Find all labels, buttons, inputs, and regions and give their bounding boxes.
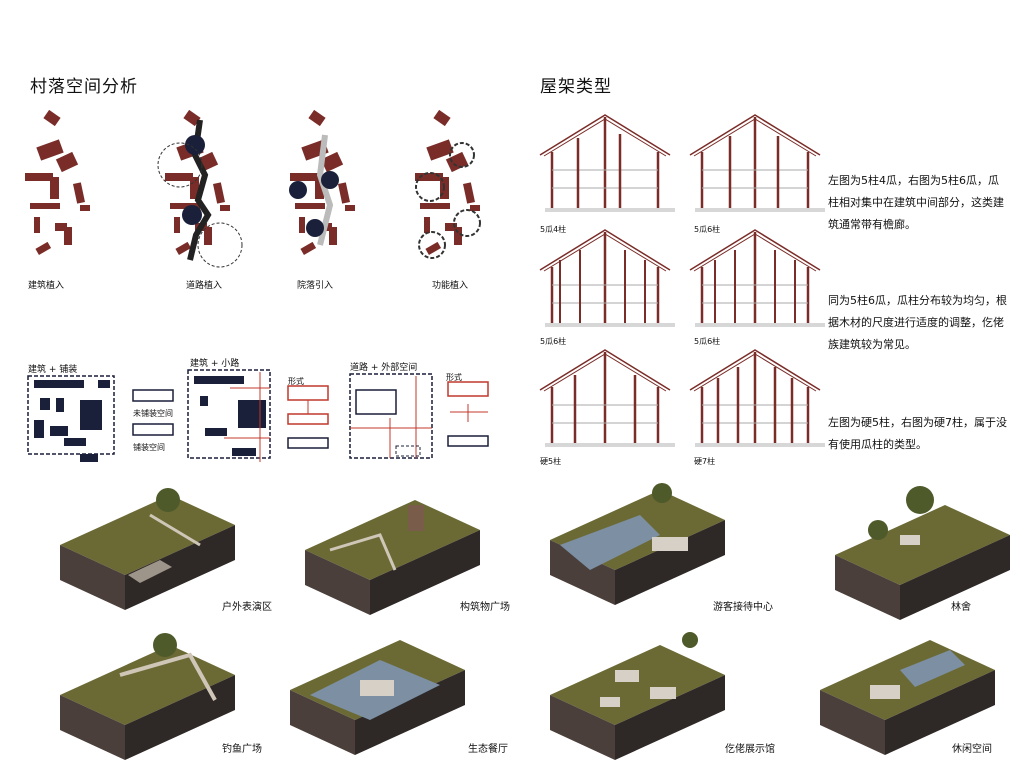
pattern-label-1: 建筑 + 铺装 [28,365,78,375]
pattern-building-paving [27,375,115,462]
truss-note-2: 同为5柱6瓜，瓜柱分布较为均匀，根据木材的尺度进行适度的调整，仡佬族建筑较为常见… [828,294,1007,351]
block-fishing-plaza [60,633,235,760]
block-eco-restaurant [290,640,465,755]
truss-note-3: 左图为硬5柱，右图为硬7柱，属于没有使用瓜柱的类型。 [828,416,1007,451]
caption-building: 建筑植入 [28,281,65,291]
roof-truss-drawings [538,113,827,449]
caption-function: 功能植入 [432,281,469,291]
legend-unpaved: 未铺装空间 [133,409,173,418]
analysis-road-placement [157,109,243,268]
truss-caption-6: 硬7柱 [694,457,716,466]
section-title-village: 村落空间分析 [30,77,138,97]
truss-5gua6zhu-c [688,228,827,329]
block-visitor-center [550,483,725,605]
truss-note-1: 左图为5柱4瓜，右图为5柱6瓜，瓜柱相对集中在建筑中间部分，这类建筑通常带有檐廊… [828,174,1004,231]
site-label-3: 游客接待中心 [713,602,773,613]
form-label-2: 形式 [446,373,462,382]
pattern-label-3: 道路 + 外部空间 [350,363,418,373]
truss-caption-1: 5瓜4柱 [540,225,567,234]
site-label-6: 生态餐厅 [468,744,508,755]
truss-caption-2: 5瓜6柱 [694,225,721,234]
site-label-8: 休闲空间 [952,744,992,755]
pattern-form-1 [287,385,329,449]
truss-5gua4zhu [538,113,677,214]
legend-box-unpaved [132,389,174,402]
analysis-building-placement [25,109,90,255]
site-label-1: 户外表演区 [222,602,272,613]
form-label-1: 形式 [288,377,304,386]
block-leisure-space [820,640,995,755]
block-structure-plaza [305,500,480,615]
pattern-building-path [187,369,271,462]
block-outdoor-stage [60,488,235,610]
truss-5gua6zhu-a [688,113,827,214]
site-label-7: 仡佬展示馆 [725,744,775,755]
site-label-5: 钓鱼广场 [222,744,262,755]
analysis-courtyard [289,109,355,255]
caption-road: 道路植入 [186,281,223,291]
truss-5gua6zhu-b [538,228,677,329]
block-gelao-museum [550,632,725,760]
truss-caption-5: 硬5柱 [540,457,562,466]
pattern-label-2: 建筑 + 小路 [190,359,240,369]
site-label-2: 构筑物广场 [460,602,510,613]
legend-paved: 铺装空间 [133,443,165,452]
section-title-roof: 屋架类型 [540,77,612,97]
truss-caption-4: 5瓜6柱 [694,337,721,346]
legend-box-paved [132,423,174,436]
site-label-4: 林舍 [951,602,971,613]
village-analysis-diagrams [25,109,481,268]
truss-ying7zhu [688,348,827,449]
pattern-form-2 [447,381,489,447]
truss-caption-3: 5瓜6柱 [540,337,567,346]
site-blocks [60,483,1010,760]
analysis-function [415,109,481,259]
pattern-diagrams [27,369,489,462]
caption-courtyard: 院落引入 [297,281,334,291]
truss-ying5zhu [538,348,677,449]
block-forest-cabin [835,486,1010,620]
pattern-road-outdoor [349,373,433,459]
